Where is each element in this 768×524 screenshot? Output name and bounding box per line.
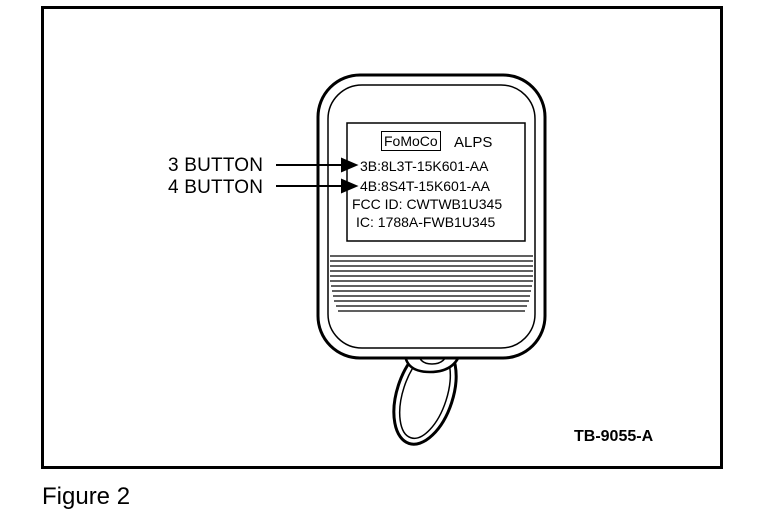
ic-number: IC: 1788A-FWB1U345	[356, 214, 496, 230]
callout-3-button: 3 BUTTON	[168, 155, 264, 176]
figure-caption: Figure 2	[42, 483, 131, 510]
callout-4-button: 4 BUTTON	[168, 177, 264, 198]
maker-label: ALPS	[454, 134, 493, 151]
grip-ridges	[330, 255, 533, 312]
callout-arrows	[276, 157, 359, 194]
figure-code: TB-9055-A	[574, 428, 654, 445]
fcc-id: FCC ID: CWTWB1U345	[352, 196, 503, 212]
part-number-4b: 4B:8S4T-15K601-AA	[360, 178, 490, 194]
part-number-3b: 3B:8L3T-15K601-AA	[360, 158, 489, 174]
fomoco-brand: FoMoCo	[381, 131, 441, 151]
